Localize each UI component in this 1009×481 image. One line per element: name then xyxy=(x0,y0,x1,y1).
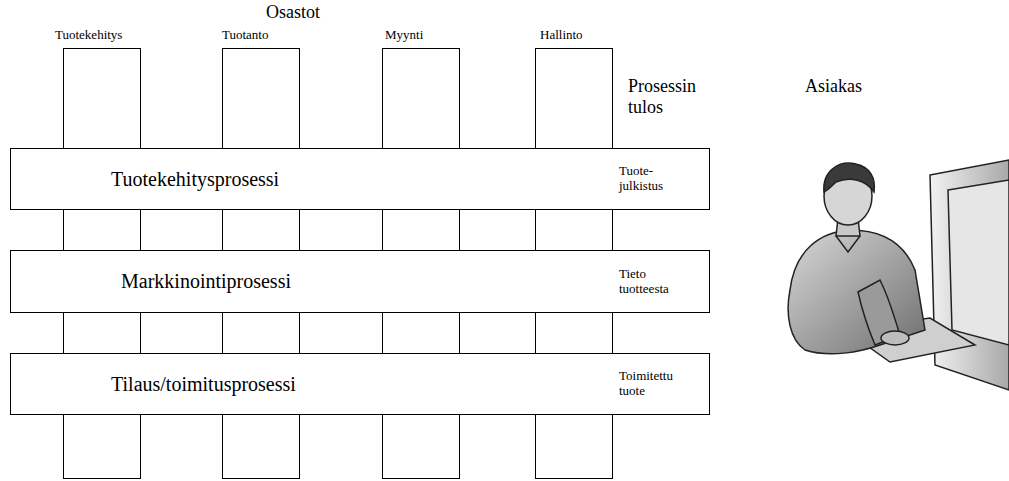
department-label: Hallinto xyxy=(540,28,583,43)
process-band: Tilaus/toimitusprosessi Toimitettu tuote xyxy=(10,353,710,415)
heading-label: Osastot xyxy=(266,2,320,23)
monitor xyxy=(930,160,1009,390)
monitor-screen xyxy=(948,180,1009,345)
department-label: Tuotanto xyxy=(222,28,268,43)
process-result: Toimitettu tuote xyxy=(619,369,697,399)
process-result: Tuote- julkistus xyxy=(619,164,697,194)
customer-label: Asiakas xyxy=(805,76,862,97)
person-collar xyxy=(836,236,860,252)
department-label: Tuotekehitys xyxy=(55,28,122,43)
person-body xyxy=(788,230,925,354)
process-name: Tilaus/toimitusprosessi xyxy=(111,373,296,396)
department-label: Myynti xyxy=(385,28,423,43)
person-hand xyxy=(881,331,909,345)
process-band: Markkinointiprosessi Tieto tuotteesta xyxy=(10,250,710,313)
process-name: Markkinointiprosessi xyxy=(121,270,291,293)
process-name: Tuotekehitysprosessi xyxy=(111,168,279,191)
customer-clipart xyxy=(788,160,1009,390)
column-heading: Prosessin tulos xyxy=(628,76,708,117)
person-hair xyxy=(824,163,875,192)
process-band: Tuotekehitysprosessi Tuote- julkistus xyxy=(10,148,710,210)
process-result: Tieto tuotteesta xyxy=(619,267,697,297)
